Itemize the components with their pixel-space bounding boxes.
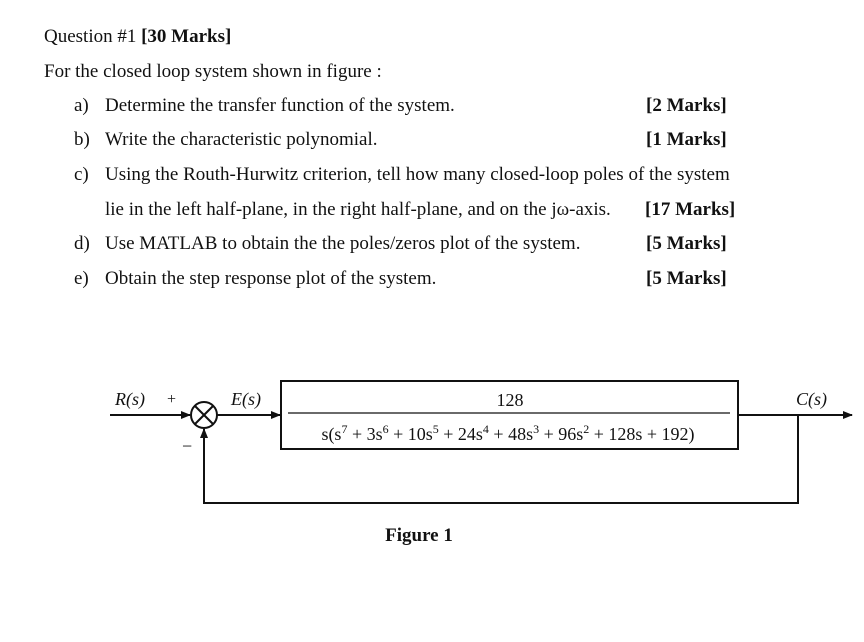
item-e-marks: [5 Marks] (646, 268, 727, 289)
item-b-marks: [1 Marks] (646, 129, 727, 150)
item-d-marks: [5 Marks] (646, 233, 727, 254)
question-heading: Question #1 [30 Marks] (44, 26, 231, 48)
item-e-letter: e) (74, 268, 89, 289)
item-d-letter: d) (74, 233, 90, 254)
item-c-text-continued: lie in the left half-plane, in the right… (105, 199, 611, 220)
error-label: E(s) (230, 389, 261, 410)
tf-denominator: s(s7 + 3s6 + 10s5 + 24s4 + 48s3 + 96s2 +… (321, 422, 694, 445)
item-b-letter: b) (74, 129, 90, 150)
item-b-text: Write the characteristic polynomial. (105, 129, 378, 150)
transfer-function-block (280, 380, 739, 450)
tf-numerator: 128 (497, 390, 524, 410)
question-intro: For the closed loop system shown in figu… (44, 61, 382, 82)
minus-sign: − (182, 436, 192, 456)
input-label: R(s) (114, 389, 145, 410)
item-e-text: Obtain the step response plot of the sys… (105, 268, 437, 289)
output-label: C(s) (796, 389, 827, 410)
item-c-letter: c) (74, 164, 89, 185)
item-c-text: Using the Routh-Hurwitz criterion, tell … (105, 164, 730, 185)
plus-sign: + (167, 391, 176, 408)
item-a-text: Determine the transfer function of the s… (105, 95, 455, 116)
figure-caption: Figure 1 (385, 525, 453, 546)
item-a-letter: a) (74, 95, 89, 116)
item-a-marks: [2 Marks] (646, 95, 727, 116)
question-total-marks: [30 Marks] (141, 26, 232, 47)
question-title: Question #1 (44, 26, 137, 47)
item-c-marks: [17 Marks] (645, 199, 736, 220)
summing-junction-icon (190, 401, 218, 429)
item-d-text: Use MATLAB to obtain the the poles/zeros… (105, 233, 581, 254)
feedback-path (200, 415, 799, 504)
